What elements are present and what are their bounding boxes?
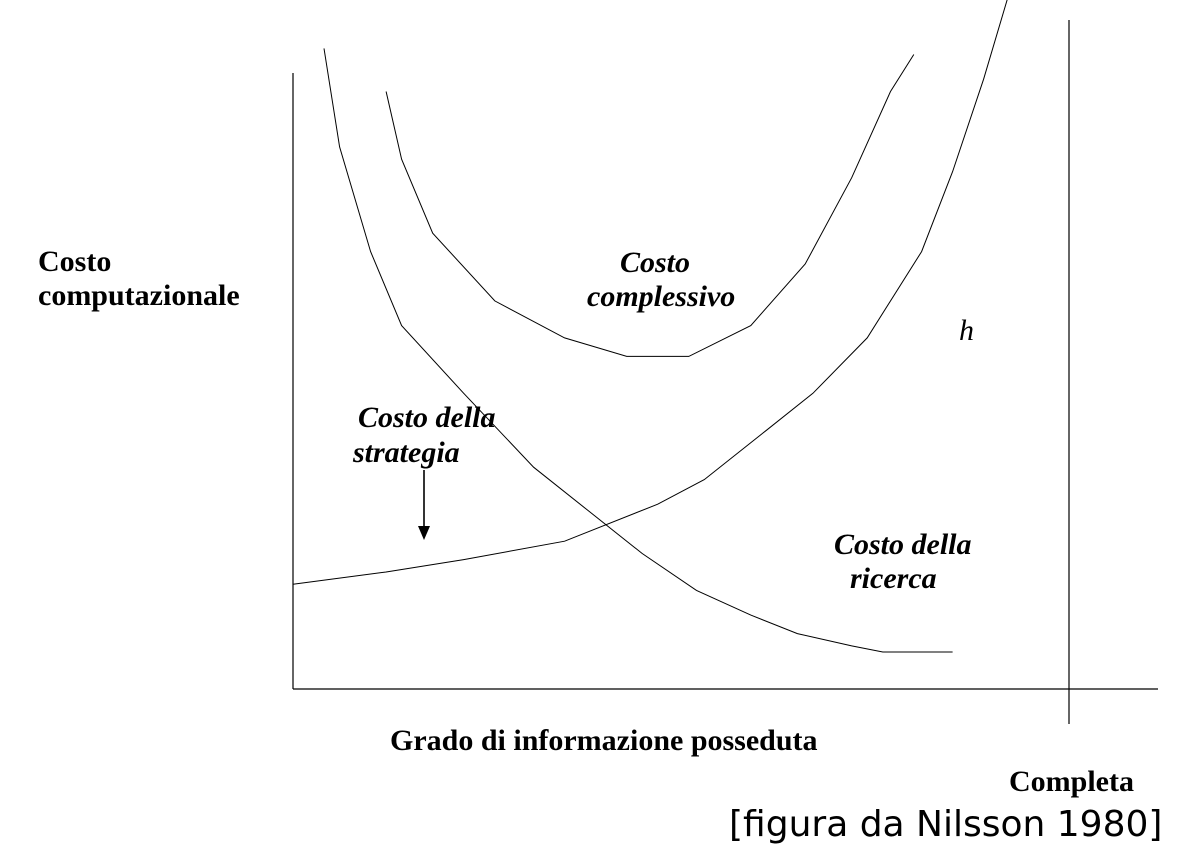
y-axis-label-line-2: computazionale xyxy=(38,279,240,312)
series-label-costo-della-strategia-line-2: strategia xyxy=(352,436,460,469)
curve-costo-complessivo xyxy=(385,54,915,357)
strategia-arrow xyxy=(418,470,430,540)
y-axis-label-line-1: Costo xyxy=(38,245,111,278)
y-axis-label: Costo computazionale xyxy=(38,245,240,312)
series-label-costo-complessivo-line-2: complessivo xyxy=(587,280,735,313)
strategia-arrow-head xyxy=(418,526,430,540)
x-axis-end-label: Completa xyxy=(1009,765,1134,798)
series-label-costo-della-strategia: Costo della strategia xyxy=(352,401,496,469)
curve-costo-della-ricerca xyxy=(323,48,953,653)
x-axis-label: Grado di informazione posseduta xyxy=(390,724,818,757)
series-label-costo-complessivo-line-1: Costo xyxy=(620,246,690,279)
series-label-costo-della-ricerca: Costo della ricerca xyxy=(834,528,972,595)
curves xyxy=(292,0,1008,653)
series-label-costo-della-ricerca-line-1: Costo della xyxy=(834,528,972,561)
series-label-costo-della-strategia-line-1: Costo della xyxy=(358,401,496,434)
series-label-costo-complessivo: Costo complessivo xyxy=(587,246,735,313)
curve-costo-della-strategia xyxy=(292,0,1008,585)
series-label-costo-della-ricerca-line-2: ricerca xyxy=(850,562,937,595)
axes xyxy=(292,20,1158,724)
figure-caption: [figura da Nilsson 1980] xyxy=(729,804,1162,845)
annotation-h: h xyxy=(959,314,974,347)
